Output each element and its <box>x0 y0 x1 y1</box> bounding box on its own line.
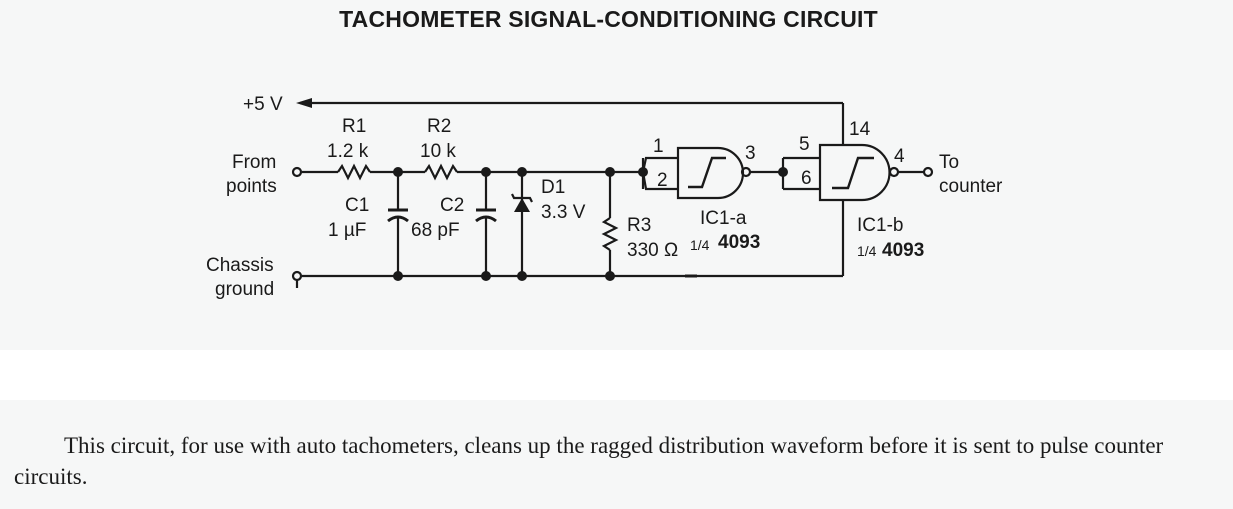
input-terminal <box>291 166 303 178</box>
input-label-line1: From <box>232 152 276 173</box>
caption-panel <box>0 400 1233 509</box>
ic1b-part: 4093 <box>882 240 924 261</box>
pin-5-label: 5 <box>799 134 810 155</box>
caption-text: This circuit, for use with auto tachomet… <box>14 433 1164 489</box>
ground-terminal <box>291 270 303 282</box>
r1-name: R1 <box>342 116 366 137</box>
pin-1-label: 1 <box>653 136 664 157</box>
schematic: +5 V <box>206 94 1003 300</box>
pin-4-label: 4 <box>894 146 905 167</box>
ic1b-fraction: 1/4 <box>857 243 877 259</box>
ground-label-line1: Chassis <box>206 255 274 276</box>
diagram-panel <box>0 0 1233 350</box>
resistor-r3-symbol <box>601 172 619 276</box>
ic1a-part: 4093 <box>718 232 760 253</box>
output-label-line1: To <box>939 152 959 173</box>
r3-value: 330 Ω <box>627 240 678 261</box>
capacitor-c2-symbol <box>475 172 497 276</box>
supply-label: +5 V <box>243 94 283 115</box>
r2-name: R2 <box>427 116 451 137</box>
nand-gate-ic1a <box>641 146 783 200</box>
output-label-line2: counter <box>939 176 1003 197</box>
d1-value: 3.3 V <box>541 202 586 223</box>
arrow-icon <box>296 98 312 108</box>
r3-name: R3 <box>627 215 651 236</box>
capacitor-c1-symbol <box>387 172 409 276</box>
ground-label-line2: ground <box>215 279 274 300</box>
pin-2-label: 2 <box>657 170 668 191</box>
d1-name: D1 <box>541 177 565 198</box>
pin-14-label: 14 <box>849 119 871 140</box>
pin-3-label: 3 <box>745 143 756 164</box>
pin-6-label: 6 <box>801 168 812 189</box>
supply-rail <box>296 98 845 145</box>
r1-value: 1.2 k <box>327 141 369 162</box>
c1-value: 1 µF <box>328 220 366 241</box>
ic1a-name: IC1-a <box>700 208 747 229</box>
ic1a-fraction: 1/4 <box>690 237 710 253</box>
r2-value: 10 k <box>420 141 456 162</box>
c2-value: 68 pF <box>411 220 460 241</box>
junctions <box>393 167 788 281</box>
resistor-r1-symbol <box>337 163 371 181</box>
input-label-line2: points <box>226 176 277 197</box>
diagram-title: TACHOMETER SIGNAL-CONDITIONING CIRCUIT <box>339 6 878 32</box>
output-terminal <box>922 166 934 178</box>
nand-gate-ic1b <box>781 143 934 202</box>
resistor-r2-symbol <box>424 163 458 181</box>
ic1b-name: IC1-b <box>857 215 903 236</box>
c1-name: C1 <box>345 195 369 216</box>
c2-name: C2 <box>440 195 464 216</box>
zener-diode-d1-symbol <box>511 172 533 276</box>
